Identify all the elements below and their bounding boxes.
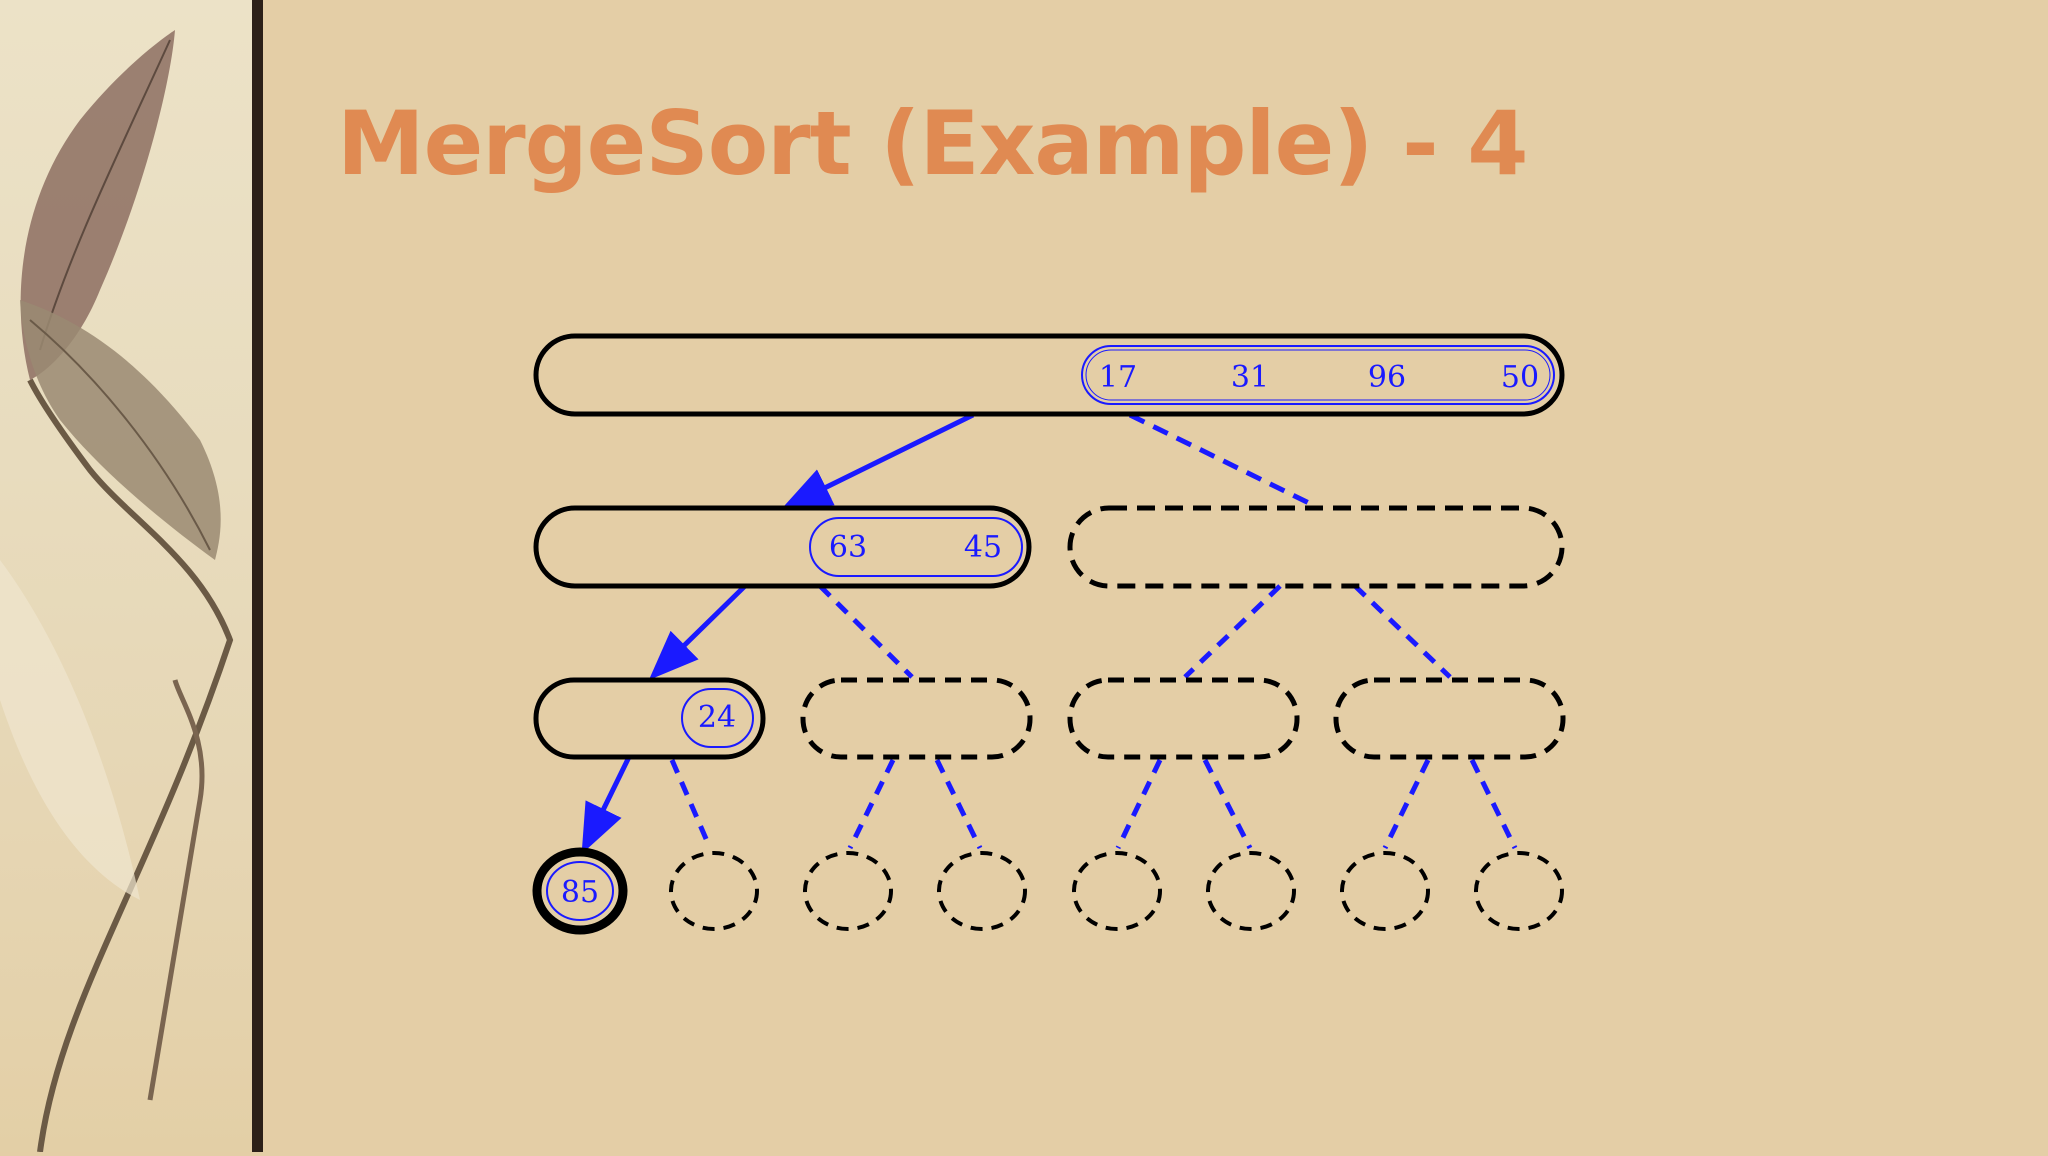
- level2-node-3: [1067, 677, 1300, 760]
- root-value-4: 50: [1501, 360, 1539, 395]
- arrow-l2a-to-leaf1: [581, 755, 632, 854]
- level1-left-node: [533, 505, 1032, 589]
- root-value-3: 96: [1368, 360, 1406, 395]
- dashed-link-l1-to-l2b: [818, 584, 914, 679]
- dashed-link-l1b-to-l2c: [1183, 584, 1282, 679]
- slide-title: MergeSort (Example) - 4: [337, 92, 1529, 195]
- dashed-link-l2b-to-leaf4: [934, 758, 983, 850]
- level2-node-2: [800, 677, 1033, 760]
- leaf-node-1-value: 85: [561, 875, 599, 910]
- level2-node-1: [533, 677, 766, 760]
- root-node: [533, 333, 1565, 417]
- level1-left-value-1: 63: [829, 530, 867, 565]
- dashed-link-l2c-to-leaf5: [1115, 758, 1163, 850]
- dashed-link-l2a-to-leaf2: [669, 759, 713, 849]
- level1-right-node: [1067, 505, 1565, 589]
- dashed-link-root-to-right: [1128, 412, 1317, 509]
- level2-node-1-active: [681, 688, 754, 748]
- leaf-node-7: [1340, 851, 1430, 931]
- side-divider: [252, 0, 263, 1152]
- level2-node-1-value: 24: [698, 700, 736, 735]
- dashed-link-l1b-to-l2d: [1353, 584, 1452, 679]
- leaf-node-4: [937, 851, 1027, 931]
- leaf-node-3: [803, 851, 893, 931]
- leaf-node-6: [1206, 851, 1296, 931]
- dashed-link-l2c-to-leaf6: [1202, 758, 1253, 850]
- root-active-subarray-inner: [1085, 349, 1551, 401]
- level1-left-active-subarray: [809, 517, 1023, 577]
- root-active-subarray: [1081, 345, 1555, 405]
- leaf-node-5: [1072, 851, 1162, 931]
- level1-left-value-2: 45: [964, 530, 1002, 565]
- dashed-link-l2b-to-leaf3: [847, 758, 896, 850]
- arrow-l1-to-l2a: [648, 584, 747, 680]
- leaf-node-2: [669, 851, 759, 931]
- side-decoration: [0, 0, 252, 1153]
- leaf-node-1: [532, 847, 628, 935]
- dashed-link-l2d-to-leaf8: [1469, 758, 1518, 850]
- root-value-2: 31: [1231, 360, 1269, 395]
- arrow-root-to-left: [781, 412, 975, 510]
- level2-node-4: [1333, 677, 1566, 760]
- leaf-branch-icon: [0, 30, 234, 1153]
- leaf-node-8: [1474, 851, 1564, 931]
- root-value-1: 17: [1099, 360, 1137, 395]
- leaf-node-1-active: [546, 861, 614, 921]
- dashed-link-l2d-to-leaf7: [1382, 758, 1431, 850]
